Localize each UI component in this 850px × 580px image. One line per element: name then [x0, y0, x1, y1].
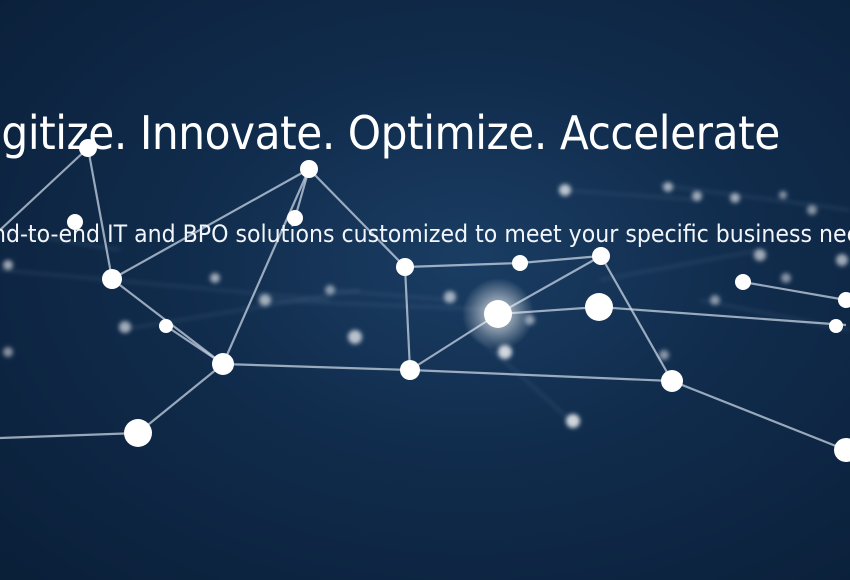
hero-subheadline: End-to-end IT and BPO solutions customiz…	[0, 220, 850, 248]
hero-headline: Digitize. Innovate. Optimize. Accelerate	[0, 106, 780, 160]
